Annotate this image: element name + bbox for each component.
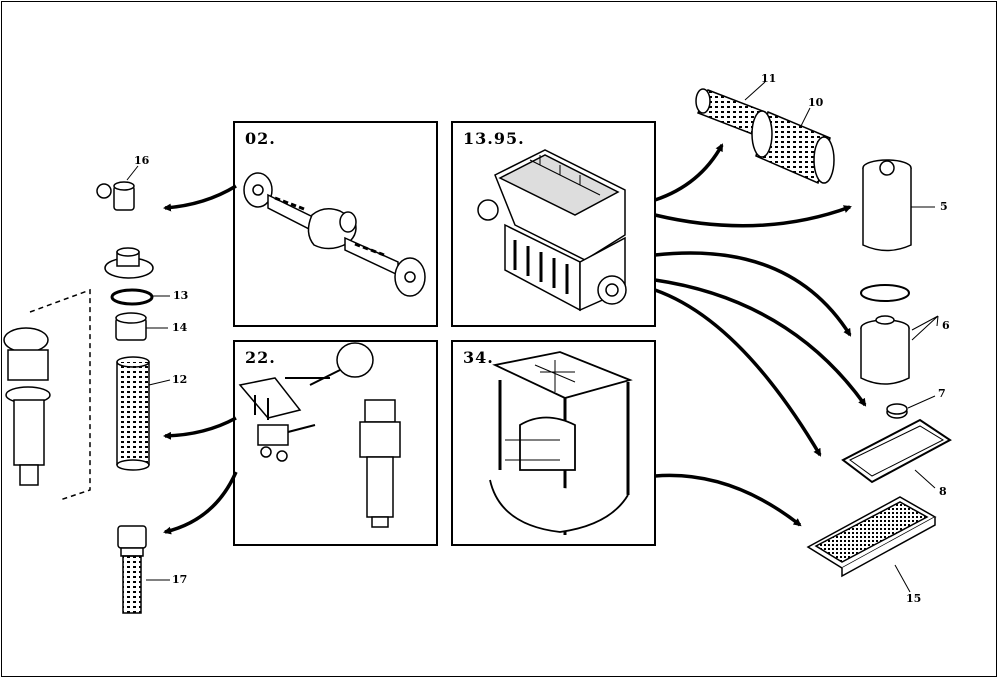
callout-11[interactable]: 11: [761, 72, 777, 85]
callout-17[interactable]: 17: [172, 573, 188, 586]
arrow-to-17: [163, 471, 238, 535]
part-10-outer-air-filter: [751, 110, 835, 185]
panel-label-02: 02.: [245, 129, 276, 148]
callout-5[interactable]: 5: [940, 200, 948, 213]
exploded-view-dashed-line: [29, 288, 91, 501]
callout-7[interactable]: 7: [938, 387, 946, 400]
arrow-to-12: [163, 416, 237, 440]
part-5-oil-filter: [862, 159, 912, 252]
leader-lines: [126, 81, 939, 593]
panel-label-22: 22.: [245, 348, 276, 367]
callout-14[interactable]: 14: [172, 321, 188, 334]
axle-illustration: [243, 172, 426, 297]
arrow-to-8: [654, 288, 822, 457]
panel-label-34: 34.: [463, 348, 494, 367]
arrow-to-11: [654, 143, 724, 202]
callout-12[interactable]: 12: [172, 373, 188, 386]
part-17-breather: [117, 525, 147, 614]
part-filter-housing: [3, 327, 51, 486]
part-6-seal: [860, 284, 910, 302]
cab-illustration: [489, 351, 633, 535]
callout-10[interactable]: 10: [808, 96, 824, 109]
hydraulics-illustration: [238, 342, 401, 528]
part-14-nut: [115, 312, 147, 341]
part-8-gasket: [841, 418, 952, 484]
callout-16[interactable]: 16: [134, 154, 150, 167]
part-7-seal: [886, 403, 908, 419]
arrows: [163, 143, 867, 535]
part-15-cabin-filter: [806, 496, 937, 578]
part-cap: [104, 247, 154, 279]
callout-6[interactable]: 6: [942, 319, 950, 332]
part-6-fuel-filter: [860, 315, 910, 385]
engine-illustration: [477, 149, 627, 312]
arrow-to-15: [654, 473, 802, 527]
part-16-plug: [96, 181, 135, 211]
callout-13[interactable]: 13: [173, 289, 189, 302]
callout-15[interactable]: 15: [906, 592, 922, 605]
arrow-to-5: [654, 205, 852, 228]
part-13-o-ring: [110, 288, 154, 306]
arrow-to-6: [654, 251, 852, 337]
arrow-to-16: [163, 184, 237, 212]
arrow-to-7: [654, 278, 867, 407]
callout-8[interactable]: 8: [939, 485, 947, 498]
panel-label-13-95: 13.95.: [463, 129, 525, 148]
part-12-filter: [116, 356, 150, 471]
